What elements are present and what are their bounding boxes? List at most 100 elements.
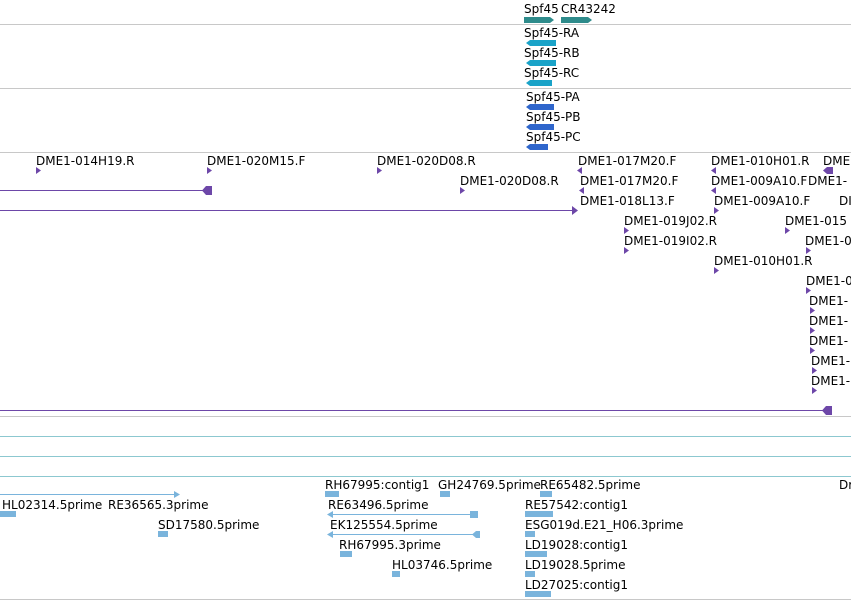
clone-label[interactable]: DI <box>839 194 851 208</box>
est-label[interactable]: LD19028:contig1 <box>525 538 628 552</box>
clone-end-marker <box>202 186 212 195</box>
transcript-label: Spf45-RA <box>524 26 580 40</box>
clone-marker <box>806 287 811 294</box>
clone-label[interactable]: DME1- <box>809 334 849 348</box>
clone-label[interactable]: DME1-015 <box>785 214 848 228</box>
clone-marker <box>714 267 719 274</box>
gene-feature[interactable]: Spf45 <box>524 2 559 24</box>
clone-label[interactable]: DME1-019I02.R <box>624 234 718 248</box>
clone-span-line[interactable] <box>0 190 206 191</box>
est-end-marker <box>470 511 478 518</box>
est-span-line[interactable] <box>0 494 176 495</box>
est-end-marker <box>327 531 333 538</box>
clone-marker <box>579 187 584 194</box>
transcript-feature[interactable]: Spf45-RC <box>524 66 584 86</box>
clone-label[interactable]: DME1- <box>809 314 849 328</box>
transcript-feature[interactable]: Spf45-RB <box>524 46 584 66</box>
clone-marker <box>207 167 212 174</box>
clone-label[interactable]: DME1-009A10.F <box>714 194 811 208</box>
est-block[interactable] <box>158 531 168 537</box>
clone-marker <box>577 167 582 174</box>
est-block[interactable] <box>525 511 553 517</box>
transcript-feature[interactable]: Spf45-RA <box>524 26 584 46</box>
est-label[interactable]: EK125554.5prime <box>330 518 438 532</box>
clone-label[interactable]: DME1- <box>811 374 851 388</box>
track-divider <box>0 152 851 153</box>
clone-label[interactable]: DME1-019J02.R <box>624 214 718 228</box>
transcript-label: Spf45-RC <box>524 66 580 80</box>
clone-label[interactable]: DME1-0 <box>806 274 851 288</box>
est-label[interactable]: SD17580.5prime <box>158 518 260 532</box>
clone-marker <box>377 167 382 174</box>
est-block[interactable] <box>325 491 339 497</box>
clone-marker <box>711 167 716 174</box>
clone-span-line[interactable] <box>0 410 826 411</box>
clone-label[interactable]: DME1-010H01.R <box>711 154 810 168</box>
est-end-marker <box>174 491 180 498</box>
est-block[interactable] <box>340 551 352 557</box>
track-divider <box>0 456 851 457</box>
est-span-line[interactable] <box>330 514 476 515</box>
track-divider <box>0 436 851 437</box>
clone-label[interactable]: DME1-014H19.R <box>36 154 135 168</box>
clone-marker <box>785 227 790 234</box>
est-block[interactable] <box>440 491 450 497</box>
est-label[interactable]: RH67995.3prime <box>339 538 441 552</box>
est-label[interactable]: RE36565.3prime <box>108 498 209 512</box>
est-label[interactable]: GH24769.5prime <box>438 478 541 492</box>
est-block[interactable] <box>540 491 552 497</box>
transcript-label: Spf45-RB <box>524 46 580 60</box>
est-label[interactable]: HL02314.5prime <box>2 498 103 512</box>
est-block[interactable] <box>525 551 547 557</box>
gene-label: CR43242 <box>561 2 616 16</box>
est-label[interactable]: ESG019d.E21_H06.3prime <box>525 518 684 532</box>
est-block[interactable] <box>525 591 551 597</box>
est-label[interactable]: LD27025:contig1 <box>525 578 628 592</box>
clone-label[interactable]: DME1-010H01.R <box>714 254 813 268</box>
gene-feature[interactable]: CR43242 <box>561 2 621 24</box>
clone-label[interactable]: DME1- <box>808 174 848 188</box>
clone-marker <box>624 247 629 254</box>
clone-end-marker <box>822 406 832 415</box>
clone-marker <box>714 207 719 214</box>
clone-span-line[interactable] <box>0 210 574 211</box>
est-block[interactable] <box>525 531 535 537</box>
clone-label[interactable]: DME1-020M15.F <box>207 154 306 168</box>
clone-label[interactable]: DME1- <box>811 354 851 368</box>
est-block[interactable] <box>0 511 16 517</box>
clone-marker <box>806 247 811 254</box>
est-label[interactable]: RE57542:contig1 <box>525 498 628 512</box>
clone-marker <box>624 227 629 234</box>
clone-end-marker <box>572 206 578 215</box>
clone-label[interactable]: DME1-017M20.F <box>580 174 679 188</box>
clone-marker <box>810 307 815 314</box>
protein-feature[interactable]: Spf45-PA <box>526 90 586 110</box>
clone-label[interactable]: DME1-009A10.F <box>711 174 808 188</box>
est-label[interactable]: Dr <box>839 478 851 492</box>
protein-label: Spf45-PB <box>526 110 581 124</box>
clone-label[interactable]: DME1-020D08.R <box>460 174 559 188</box>
protein-feature[interactable]: Spf45-PC <box>526 130 586 150</box>
clone-marker <box>812 367 817 374</box>
est-label[interactable]: RH67995:contig1 <box>325 478 430 492</box>
clone-label[interactable]: DME1- <box>809 294 849 308</box>
clone-label[interactable]: DME1-020D08.R <box>377 154 476 168</box>
est-label[interactable]: HL03746.5prime <box>392 558 493 572</box>
est-block[interactable] <box>392 571 400 577</box>
clone-label[interactable]: DME <box>823 154 851 168</box>
clone-marker <box>36 167 41 174</box>
est-label[interactable]: RE63496.5prime <box>328 498 429 512</box>
clone-label[interactable]: DME1-018L13.F <box>580 194 675 208</box>
transcript-glyph <box>526 40 556 46</box>
clone-label[interactable]: DME1-017M20.F <box>578 154 677 168</box>
clone-label[interactable]: DME1-0 <box>805 234 851 248</box>
clone-marker <box>711 187 716 194</box>
protein-glyph <box>526 104 554 110</box>
protein-feature[interactable]: Spf45-PB <box>526 110 586 130</box>
track-divider <box>0 476 851 477</box>
protein-label: Spf45-PA <box>526 90 580 104</box>
est-span-line[interactable] <box>330 534 478 535</box>
est-label[interactable]: RE65482.5prime <box>540 478 641 492</box>
est-label[interactable]: LD19028.5prime <box>525 558 626 572</box>
est-block[interactable] <box>525 571 535 577</box>
